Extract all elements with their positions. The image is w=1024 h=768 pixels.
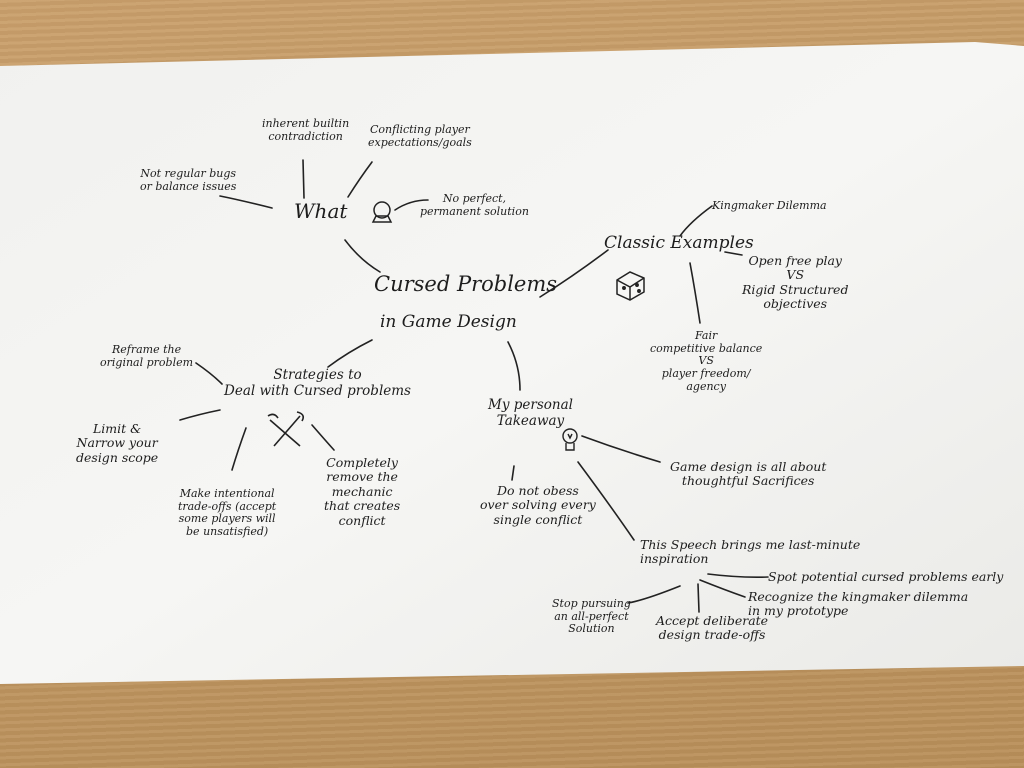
central-topic: Cursed Problems [374, 272, 557, 296]
connector-line [507, 341, 521, 391]
connector-line [697, 583, 700, 613]
connector-line [327, 339, 373, 368]
strategy-remove-mechanic: Completely remove the mechanic that crea… [324, 455, 401, 528]
strategy-reframe: Reframe the original problem [100, 343, 194, 369]
what-item-no-perfect: No perfect, permanent solution [420, 192, 529, 218]
takeaway-do-not-obsess: Do not obess over solving every single c… [480, 483, 596, 527]
connector-line [577, 461, 635, 541]
connector-line [689, 262, 701, 324]
what-item-conflicting: Conflicting player expectations/goals [368, 123, 472, 149]
connector-line [679, 205, 713, 237]
takeaway-inspiration: This Speech brings me last-minute inspir… [640, 537, 861, 567]
example-fair-vs-freedom: Fair competitive balance VS player freed… [650, 329, 763, 393]
example-open-vs-rigid: Open free play VS Rigid Structured objec… [742, 253, 849, 312]
connector-line [627, 585, 681, 604]
connector-line [707, 573, 769, 578]
strategy-tradeoffs: Make intentional trade-offs (accept some… [178, 487, 277, 538]
connector-line [179, 409, 221, 421]
examples-node: Classic Examples [604, 233, 754, 253]
strategy-limit-scope: Limit & Narrow your design scope [76, 421, 159, 465]
connector-line [724, 251, 743, 256]
what-item-regular-bugs: Not regular bugs or balance issues [140, 167, 237, 193]
tools-icon [267, 411, 304, 447]
inspiration-accept-tradeoffs: Accept deliberate design trade-offs [656, 613, 769, 643]
connector-line [195, 362, 223, 385]
connector-line [219, 195, 273, 209]
example-kingmaker: Kingmaker Dilemma [712, 199, 827, 212]
connector-line [347, 161, 373, 198]
connector-line [231, 427, 247, 471]
connector-line [581, 435, 661, 463]
central-topic-line2: in Game Design [380, 312, 517, 332]
connector-line [344, 239, 381, 273]
connector-line [311, 424, 335, 451]
inspiration-spot: Spot potential cursed problems early [768, 569, 1004, 584]
connector-line [699, 579, 746, 598]
central-topic-line1: Cursed Problems [374, 272, 558, 296]
central-topic-sub: in Game Design [380, 312, 517, 333]
takeaway-node: My personal Takeaway [488, 397, 573, 429]
connector-line [302, 159, 305, 199]
takeaway-sacrifices: Game design is all about thoughtful Sacr… [670, 459, 827, 489]
strategies-node: Strategies to Deal with Cursed problems [224, 367, 411, 399]
dice-icon [616, 271, 645, 301]
inspiration-recognize: Recognize the kingmaker dilemma in my pr… [748, 589, 969, 619]
what-item-inherent: inherent builtin contradiction [262, 117, 350, 143]
what-node: What [294, 199, 348, 223]
connector-line [511, 465, 515, 481]
connector-line [539, 249, 609, 298]
connector-line [394, 199, 429, 211]
lightbulb-icon [562, 428, 578, 451]
inspiration-stop-pursuing: Stop pursuing an all-perfect Solution [552, 597, 631, 636]
crystal-ball-icon [371, 201, 393, 223]
